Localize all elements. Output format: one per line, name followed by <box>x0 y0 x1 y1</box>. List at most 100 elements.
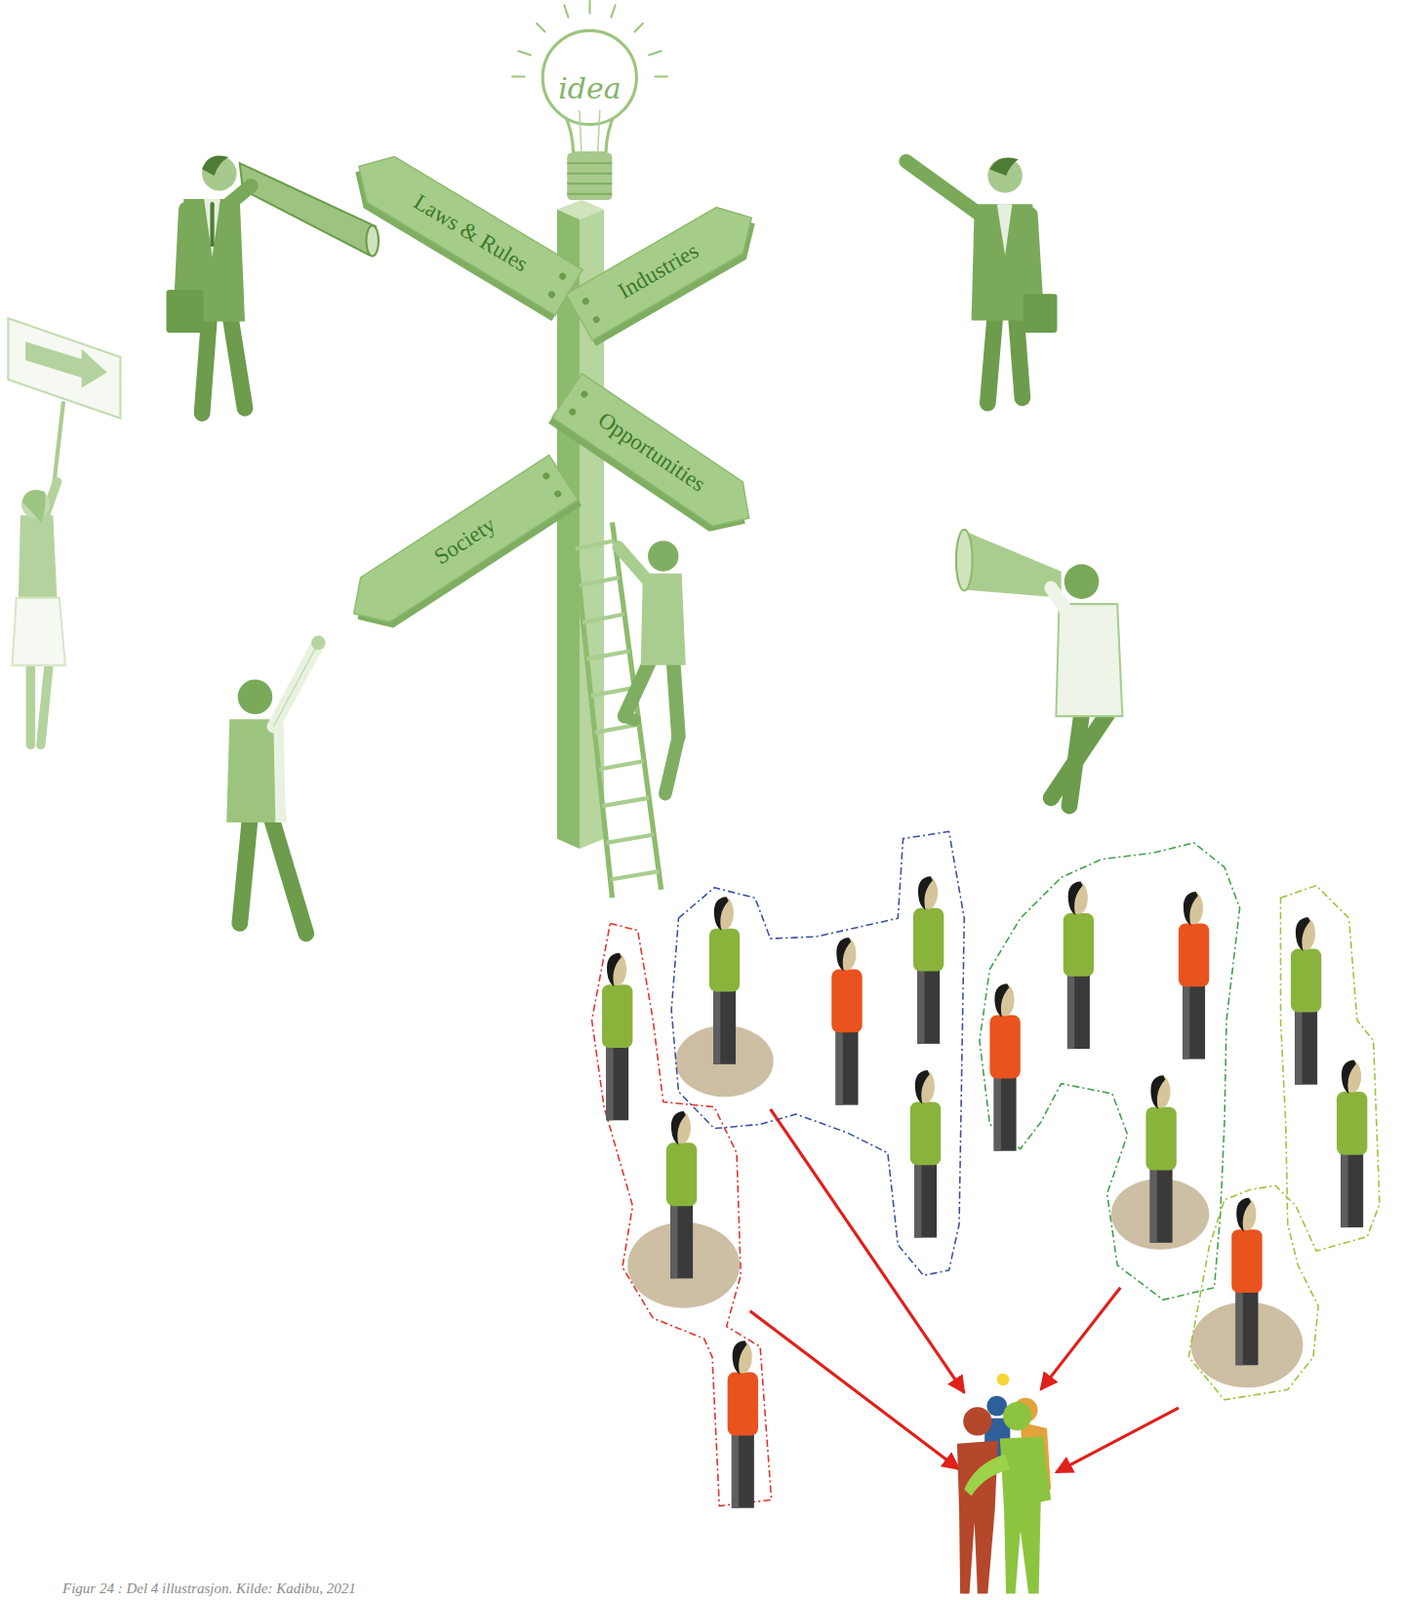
crowd-person <box>831 937 862 1106</box>
telescope-businessman <box>201 318 209 413</box>
crowd-person <box>910 1070 941 1239</box>
sign-label: Laws & Rules <box>345 143 583 316</box>
bulb-rays <box>588 0 591 14</box>
telescope-businessman <box>226 185 251 206</box>
group-outline <box>1188 885 1380 1401</box>
bulb-rays <box>654 75 668 78</box>
bulb-rays <box>563 4 568 18</box>
waving-person <box>273 646 317 727</box>
sign-bolt <box>558 272 568 282</box>
team-hug-icon <box>957 1373 1051 1595</box>
telescope-businessman <box>165 289 203 333</box>
pointing-businessman <box>906 157 1058 403</box>
crowd-person <box>1231 1198 1262 1366</box>
bulb-rays <box>634 23 643 32</box>
influence-arrow <box>1041 1287 1122 1391</box>
woman-with-sign <box>12 598 66 666</box>
ladder <box>573 521 662 898</box>
telescope-businessman <box>240 162 376 255</box>
climbing-person <box>618 547 647 580</box>
team-hug-icon <box>997 1373 1010 1387</box>
influence-arrow <box>750 1311 960 1470</box>
waving-person <box>226 719 286 823</box>
telescope-businessman <box>230 318 245 408</box>
team-hug-icon <box>1000 1436 1051 1594</box>
crowd-person <box>1290 917 1322 1085</box>
climbing-person <box>618 540 686 794</box>
team-hug-icon <box>963 1406 992 1436</box>
climbing-person <box>641 573 686 666</box>
sign-bolt <box>553 489 563 500</box>
megaphone-person <box>1050 714 1108 799</box>
signpost-pole <box>557 200 604 220</box>
sign-bolt <box>591 315 602 325</box>
influence-arrow <box>750 1109 1179 1473</box>
bulb-rays <box>648 50 662 55</box>
crowd-person <box>989 983 1020 1152</box>
woman-with-sign <box>22 489 46 522</box>
group-outline <box>979 843 1241 1301</box>
sign-face <box>345 143 583 316</box>
climbing-person <box>647 540 679 571</box>
pointing-businessman <box>987 158 1023 194</box>
group-outline <box>592 831 1380 1506</box>
woman-with-sign <box>18 515 58 601</box>
bulb-rays <box>518 50 531 55</box>
telescope-businessman <box>165 155 379 413</box>
bulb-rays <box>536 23 545 32</box>
pointing-businessman <box>1030 214 1036 297</box>
sign-label: Society <box>339 455 578 637</box>
climbing-person <box>624 716 635 721</box>
crowd-person <box>1178 891 1209 1060</box>
pointing-businessman <box>1016 318 1023 399</box>
megaphone-person <box>956 529 1123 806</box>
waving-person <box>226 636 325 934</box>
woman-with-sign <box>7 318 121 745</box>
crowd-person <box>913 876 944 1044</box>
climbing-person <box>665 736 680 795</box>
telescope-businessman <box>365 225 379 256</box>
sign-face <box>565 194 765 340</box>
waving-person <box>273 722 286 822</box>
team-hug-icon <box>1003 1402 1032 1431</box>
megaphone-person <box>1064 563 1100 600</box>
telescope-businessman <box>201 156 238 192</box>
crowd-person <box>602 876 1367 1508</box>
lightbulb-outline <box>542 30 637 201</box>
waving-person <box>311 636 326 651</box>
waving-person <box>238 680 274 716</box>
lightbulb-shape <box>538 22 642 204</box>
crowd-person <box>602 953 633 1122</box>
pointing-businessman <box>987 318 995 403</box>
crowd-person <box>727 1340 759 1509</box>
bulb-rays <box>610 4 615 18</box>
pointing-businessman <box>997 203 1013 255</box>
sign-face <box>339 455 578 637</box>
crowd-person <box>666 1111 697 1280</box>
telescope-businessman <box>181 208 186 291</box>
pointing-businessman <box>989 157 1018 175</box>
woman-with-sign <box>26 663 36 746</box>
waving-person <box>240 818 250 924</box>
waving-person <box>271 818 307 934</box>
crowd-person <box>1145 1075 1176 1244</box>
telescope-businessman <box>209 203 214 245</box>
influencer-ground-ellipse <box>627 1025 1303 1388</box>
influence-arrow <box>1055 1407 1178 1473</box>
megaphone-person <box>1055 603 1123 717</box>
woman-with-sign <box>25 341 108 388</box>
megaphone-person <box>956 529 973 592</box>
illustration <box>7 0 1380 1594</box>
climbing-person <box>624 663 649 717</box>
waving-person <box>273 646 317 727</box>
team-hug-icon <box>963 1453 1010 1496</box>
telescope-businessman <box>201 155 229 175</box>
woman-with-sign <box>40 663 49 746</box>
sign-bolt <box>580 296 591 307</box>
group-outline <box>671 831 964 1276</box>
sign-bolt <box>547 289 558 300</box>
ladder <box>573 521 662 898</box>
sign-face <box>552 373 764 541</box>
megaphone-person <box>1050 587 1068 612</box>
